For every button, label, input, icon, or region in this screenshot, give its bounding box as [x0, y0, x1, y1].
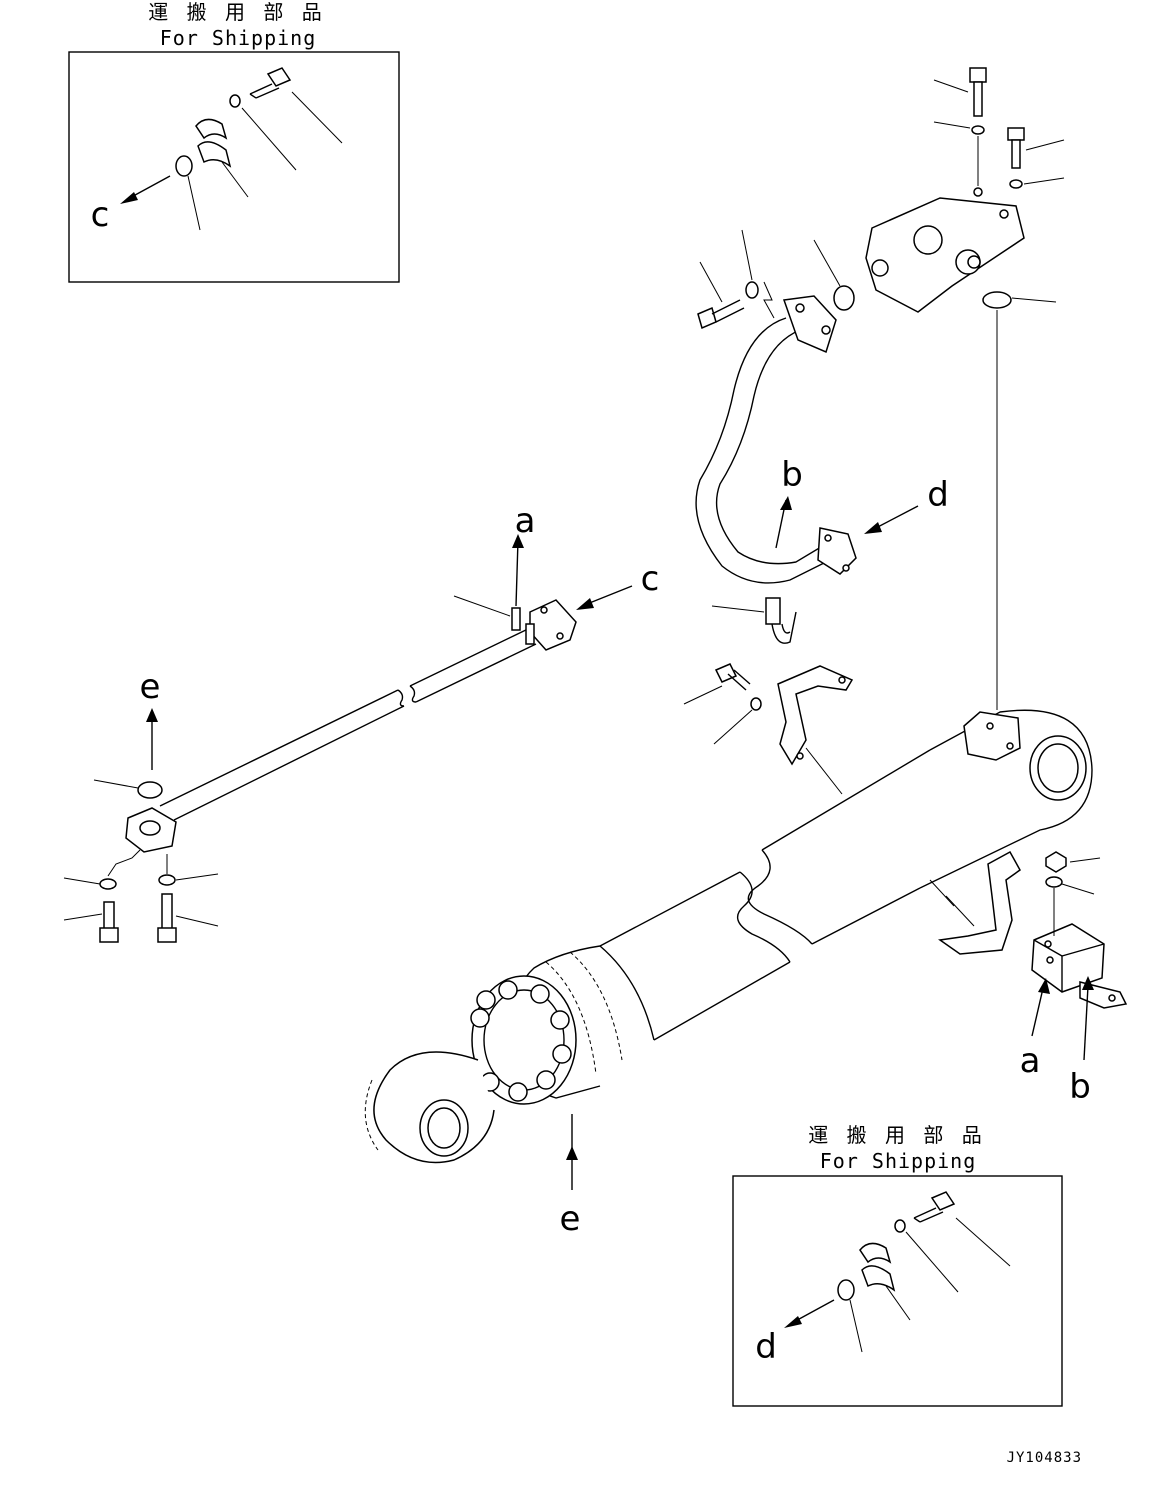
bolt-ring [470, 980, 572, 1102]
pipe-flange [529, 599, 577, 651]
label-d-pipe: d [927, 475, 949, 515]
curved-pipe [695, 295, 857, 584]
label-a-bottom: a [1020, 1041, 1041, 1081]
pipe-flange [782, 295, 837, 354]
washer-icon [229, 94, 241, 108]
pipe-clamp [777, 665, 854, 795]
label-e-bottom: e [560, 1199, 581, 1239]
washer-icon [971, 125, 985, 135]
bolt-icon [1007, 127, 1025, 169]
bolt-icon [249, 67, 292, 99]
shipping-title-en: For Shipping [820, 1149, 977, 1173]
bolt-icon [913, 1191, 956, 1223]
label-b-bottom: b [1069, 1067, 1091, 1107]
o-ring-icon [137, 781, 163, 799]
o-ring-icon [982, 291, 1012, 309]
pipe-clamp [929, 850, 1021, 955]
shipping-box-top: 運 搬 用 部 品 For Shipping c [68, 0, 400, 283]
o-ring-icon [175, 155, 193, 177]
o-ring-icon [837, 1279, 855, 1301]
shipping-box-bottom: 運 搬 用 部 品 For Shipping d [732, 1123, 1063, 1407]
shipping-title-en: For Shipping [160, 26, 317, 50]
bolt-icon [969, 67, 987, 117]
mounting-block [1031, 923, 1128, 1009]
washer-icon [745, 281, 759, 299]
washer-icon [158, 874, 176, 886]
bolt-icon [714, 663, 751, 691]
label-c-box: c [91, 195, 110, 235]
label-a-top: a [515, 501, 536, 541]
pipe-flange [817, 527, 857, 575]
washer-icon [1045, 876, 1063, 888]
bolt-icon [157, 893, 177, 943]
washer-icon [750, 697, 762, 711]
shipping-frame [732, 1175, 1063, 1407]
washer-icon [894, 1219, 906, 1233]
nut-icon [1045, 851, 1067, 873]
bolt-icon [697, 299, 745, 330]
bolt-icon [99, 901, 119, 943]
split-flange-icon [859, 1242, 896, 1292]
label-c-pipe: c [641, 559, 660, 599]
drawing-code: JY104833 [1007, 1450, 1082, 1466]
label-d-box: d [755, 1327, 777, 1367]
port-pad [963, 711, 1021, 761]
label-b-top: b [781, 455, 803, 495]
long-pipe [125, 599, 577, 853]
label-e-top: e [140, 667, 161, 707]
shipping-frame [68, 51, 400, 283]
o-ring-icon [833, 285, 855, 311]
hydraulic-cylinder [364, 709, 1093, 1164]
washer-icon [99, 878, 117, 890]
split-flange-icon [195, 118, 232, 168]
valve-block-assembly [697, 67, 1065, 710]
shipping-title-jp: 運 搬 用 部 品 [148, 0, 327, 24]
shipping-title-jp: 運 搬 用 部 品 [808, 1123, 987, 1147]
hose-fitting-icon [765, 597, 797, 644]
washer-icon [1009, 179, 1023, 189]
